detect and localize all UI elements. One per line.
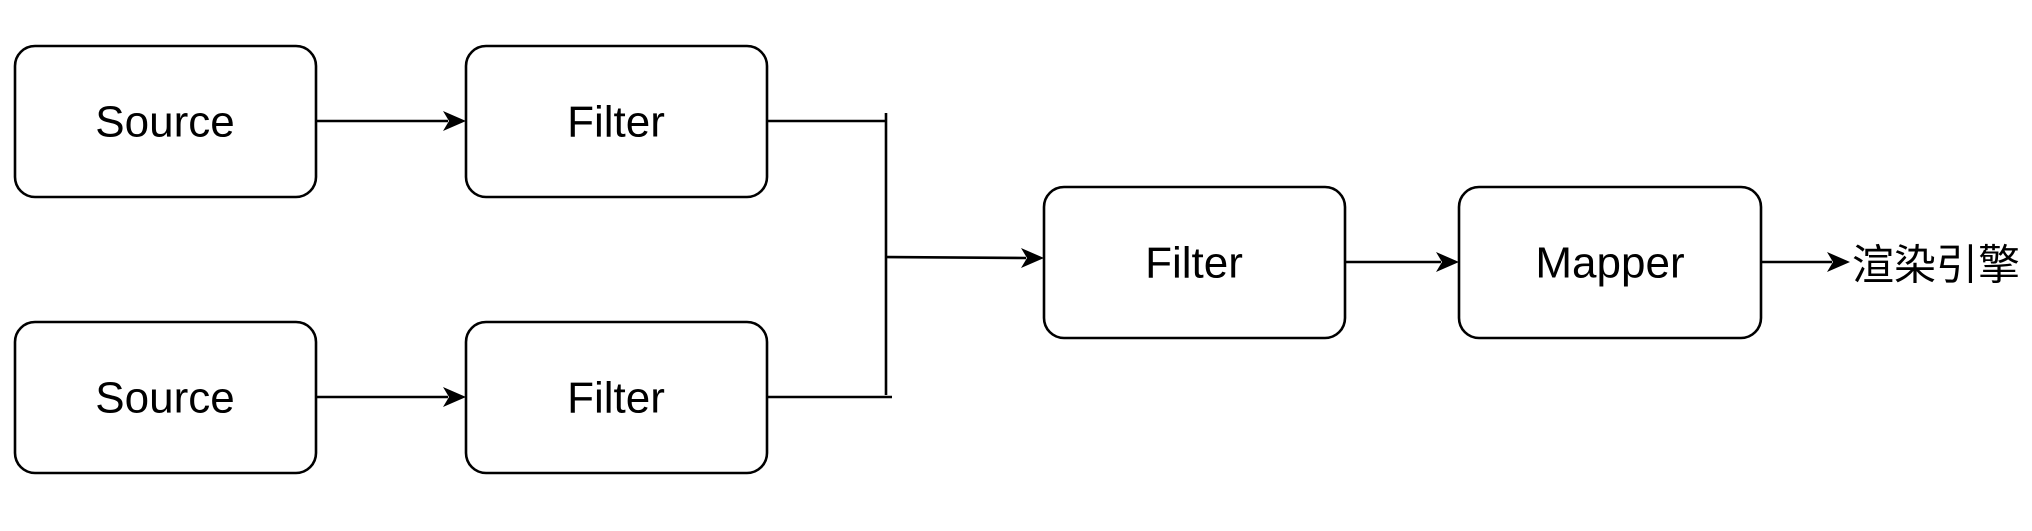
node-label: Filter	[567, 98, 665, 147]
edge-source-top-to-filter-top	[316, 111, 466, 131]
node-label: Filter	[567, 374, 665, 423]
node-filter-bottom: Filter	[464, 320, 769, 475]
node-source-bottom: Source	[13, 320, 318, 475]
node-filter-merge: Filter	[1042, 185, 1347, 340]
arrow-head	[443, 111, 466, 131]
edge-mapper-to-output	[1761, 252, 1850, 272]
node-label: Filter	[1145, 239, 1243, 288]
merge-connector	[767, 113, 1044, 399]
edge-filter-merge-to-mapper	[1345, 252, 1459, 272]
node-filter-top: Filter	[464, 44, 769, 199]
arrow-head	[1436, 252, 1459, 272]
node-mapper: Mapper	[1457, 185, 1763, 340]
output-label: 渲染引擎	[1852, 241, 2020, 290]
edge-line	[885, 255, 1027, 260]
edge-source-bottom-to-filter-bottom	[316, 387, 466, 407]
node-source-top: Source	[13, 44, 318, 199]
node-label: Source	[95, 98, 234, 147]
node-label: Mapper	[1535, 239, 1684, 288]
arrow-head	[443, 387, 466, 407]
arrow-head	[1021, 248, 1044, 268]
arrow-head	[1827, 252, 1850, 272]
node-label: Source	[95, 374, 234, 423]
